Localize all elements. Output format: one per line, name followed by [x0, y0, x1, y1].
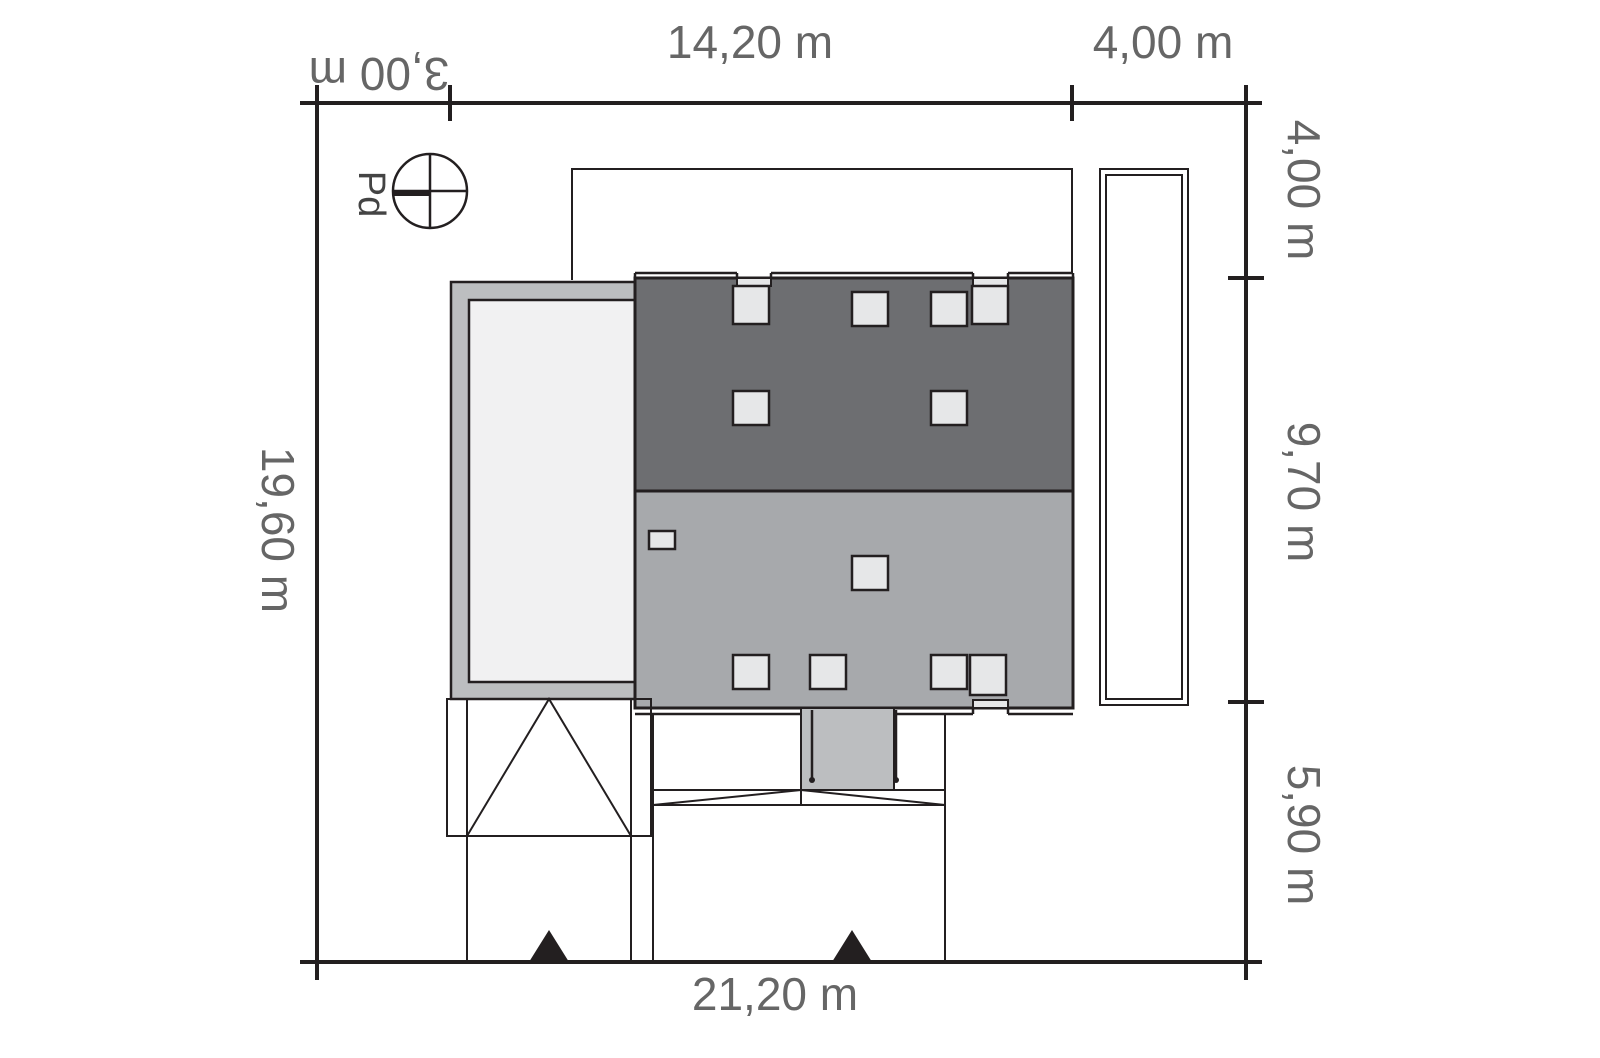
dim-label-right-top: 4,00 m — [1278, 120, 1330, 261]
dim-label-top-middle: 14,20 m — [667, 16, 833, 68]
entrance-triangle-icon — [832, 930, 872, 962]
dimension-lines — [300, 85, 1264, 980]
roof-window — [970, 284, 1010, 326]
site-outlines — [571, 168, 1189, 706]
entrance-markers — [529, 930, 872, 962]
parking-strip-inner — [1105, 174, 1183, 700]
entrance-triangle-icon — [529, 930, 569, 962]
dim-label-right-bottom: 5,90 m — [1278, 765, 1330, 906]
parking-strip-outer — [1099, 168, 1189, 706]
driveways — [466, 805, 946, 962]
dormer-gap — [972, 699, 1009, 709]
canopy-post-base — [809, 777, 815, 783]
carport — [446, 697, 652, 837]
roof-window — [929, 389, 969, 427]
north-label: Pd — [350, 171, 392, 217]
canopy-post-base — [893, 777, 899, 783]
roof-window — [731, 653, 771, 691]
roof-window — [929, 653, 969, 691]
dim-label-top-left: 3,00 m — [309, 48, 450, 100]
canopy-roof — [800, 707, 895, 791]
chimney — [647, 529, 677, 551]
entrance-canopy — [652, 707, 946, 806]
step-outline — [652, 789, 946, 806]
roof-window — [929, 290, 969, 328]
dim-label-top-right: 4,00 m — [1093, 16, 1234, 68]
dim-label-left: 19,60 m — [252, 447, 304, 613]
compass-icon — [391, 152, 469, 230]
dim-label-bottom: 21,20 m — [692, 968, 858, 1020]
terrace-outline — [571, 168, 1073, 280]
roof-window — [808, 653, 848, 691]
carport-outline — [446, 698, 652, 837]
house-roof — [633, 271, 1075, 716]
dimension-labels: 3,00 m 14,20 m 4,00 m 21,20 m 19,60 m 4,… — [252, 16, 1330, 1020]
roof-window — [731, 284, 771, 326]
carport-roof-ridge — [466, 697, 632, 837]
roof-south-slope — [633, 489, 1075, 710]
roof-windows — [647, 284, 1010, 697]
step-line — [652, 788, 946, 806]
roof-window — [850, 554, 890, 592]
dim-label-right-middle: 9,70 m — [1278, 422, 1330, 563]
roof-window — [968, 653, 1008, 697]
roof-window — [850, 290, 890, 328]
garage — [449, 280, 637, 701]
garage-roof-inner — [467, 298, 637, 684]
roof-window — [731, 389, 771, 427]
compass: Pd — [350, 152, 469, 230]
